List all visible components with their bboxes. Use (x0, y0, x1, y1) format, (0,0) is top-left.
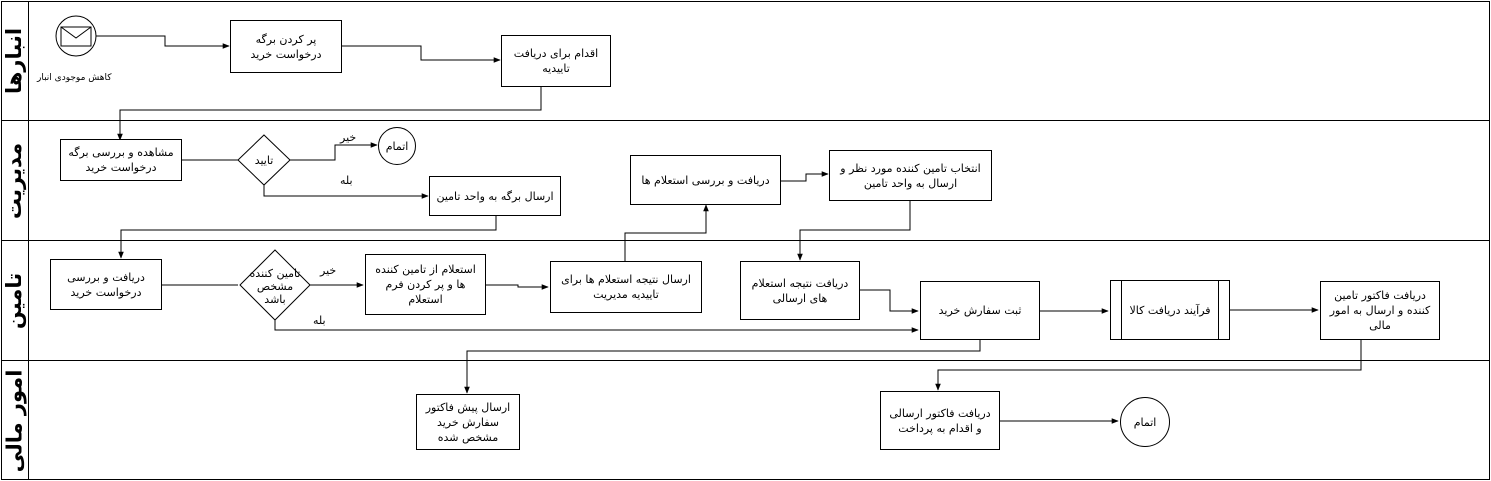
task-request-approval[interactable]: اقدام برای دریافت تاییدیه (501, 35, 611, 87)
task-select-supplier[interactable]: انتخاب تامین کننده مورد نظر و ارسال به و… (829, 150, 992, 201)
flow-result-to-review (624, 204, 709, 261)
lane-finance: امور مالی (0, 361, 28, 480)
edge-label-approve-yes: بله (340, 174, 353, 187)
subprocess-goods-receipt[interactable]: فرآیند دریافت کالا (1110, 280, 1230, 340)
flow-receive-to-order (860, 289, 919, 314)
flow-gateway-no (290, 142, 378, 161)
flow-start-to-fill (96, 35, 230, 49)
lane-management: مدیریت (0, 121, 28, 240)
flow-fill-to-approval (342, 45, 501, 63)
task-pay-invoice[interactable]: دریافت فاکتور ارسالی و اقدام به پرداخت (880, 391, 1000, 450)
edge-label-supplier-yes: بله (313, 314, 326, 327)
approve-gateway-label: تایید (254, 153, 274, 167)
subprocess-right-bar (1218, 281, 1219, 339)
end-event-finance[interactable]: اتمام (1120, 397, 1170, 447)
end-event-management[interactable]: اتمام (378, 127, 416, 165)
flow-approval-to-review (117, 86, 542, 141)
edge-label-approve-no: خیر (340, 131, 357, 144)
lane-supply: تامین (0, 241, 28, 360)
supplier-gateway (239, 249, 311, 321)
supplier-gateway-label: تامین کننده مشخص باشد (249, 266, 301, 306)
flow-send-to-supply (118, 216, 497, 259)
flow-inquiry-to-result (486, 284, 549, 290)
lane-label: مدیریت (2, 142, 27, 219)
mail-icon (55, 15, 97, 57)
flow-gateway-yes (263, 185, 429, 199)
lane-label: انبارها (2, 27, 27, 94)
task-send-to-supply[interactable]: ارسال برگه به واحد تامین (429, 176, 561, 216)
task-receive-inquiry-result[interactable]: دریافت نتیجه استعلام های ارسالی (740, 261, 860, 320)
subprocess-left-bar (1121, 281, 1122, 339)
task-inquiry[interactable]: استعلام از تامین کننده ها و پر کردن فرم … (365, 254, 486, 315)
gateway-shapes (237, 134, 311, 321)
task-supply-receive[interactable]: دریافت و بررسی درخواست خرید (50, 259, 162, 310)
start-event-caption: کاهش موجودی انبار (37, 73, 112, 83)
flow-review-to-select (781, 171, 829, 182)
flow-supplier-yes (274, 320, 919, 333)
lane-warehouses: انبارها (0, 1, 28, 120)
task-send-inquiry-result[interactable]: ارسال نتیجه استعلام ها برای تاییدیه مدیر… (550, 261, 702, 313)
lane-label: امور مالی (2, 369, 27, 472)
approve-gateway (237, 134, 291, 186)
lane-label: تامین (2, 272, 26, 329)
subprocess-label: فرآیند دریافت کالا (1129, 303, 1211, 317)
task-review-inquiries[interactable]: دریافت و بررسی استعلام ها (630, 155, 781, 205)
task-register-order[interactable]: ثبت سفارش خرید (920, 281, 1040, 340)
flow-order-to-proforma (464, 340, 981, 394)
sequence-flows (96, 35, 1362, 424)
flow-select-to-receive (797, 201, 911, 261)
task-invoice-to-finance[interactable]: دریافت فاکتور تامین کننده و ارسال به امو… (1320, 281, 1440, 340)
task-proforma[interactable]: ارسال پیش فاکتور سفارش خرید مشخص شده (416, 394, 520, 450)
flow-invoice-to-pay (935, 340, 1362, 391)
edge-label-supplier-no: خیر (320, 264, 337, 277)
task-fill-request[interactable]: پر کردن برگه درخواست خرید (230, 20, 342, 73)
task-review-request[interactable]: مشاهده و بررسی برگه درخواست خرید (60, 139, 182, 181)
